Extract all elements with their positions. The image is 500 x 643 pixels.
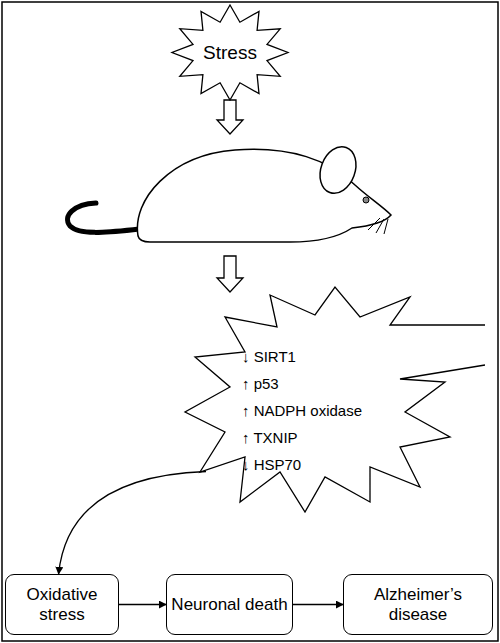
- process-box: Alzheimer’s disease: [343, 574, 493, 635]
- mouse-ear: [314, 142, 362, 199]
- list-item: ↓ HSP70: [242, 451, 362, 478]
- mouse-tail: [68, 203, 140, 232]
- mouse-illustration: [68, 142, 391, 242]
- molecular-changes-burst: ↓ SIRT1↑ p53↑ NADPH oxidase↑ TXNIP↓ HSP7…: [185, 287, 485, 512]
- stress-burst: Stress: [172, 5, 288, 100]
- list-item: ↑ NADPH oxidase: [242, 397, 362, 424]
- node-label: Stress: [203, 42, 257, 64]
- node-label: Oxidative stress: [6, 585, 118, 625]
- process-box: Oxidative stress: [5, 574, 119, 635]
- node-label: Neuronal death: [171, 595, 287, 615]
- mouse-eye: [363, 197, 369, 203]
- arrow-connector: [119, 604, 166, 605]
- list-item: ↑ p53: [242, 370, 362, 397]
- process-box: Neuronal death: [166, 574, 293, 635]
- list-item: ↑ TXNIP: [242, 424, 362, 451]
- burst-outline: [185, 287, 485, 512]
- mouse-whiskers: [368, 218, 388, 234]
- arrow-connector: [59, 472, 206, 575]
- arrow-connector: [293, 604, 343, 605]
- hollow-arrow: [217, 100, 243, 134]
- node-label: Alzheimer’s disease: [344, 585, 492, 625]
- hollow-arrow: [217, 256, 243, 292]
- list-item: ↓ SIRT1: [242, 343, 362, 370]
